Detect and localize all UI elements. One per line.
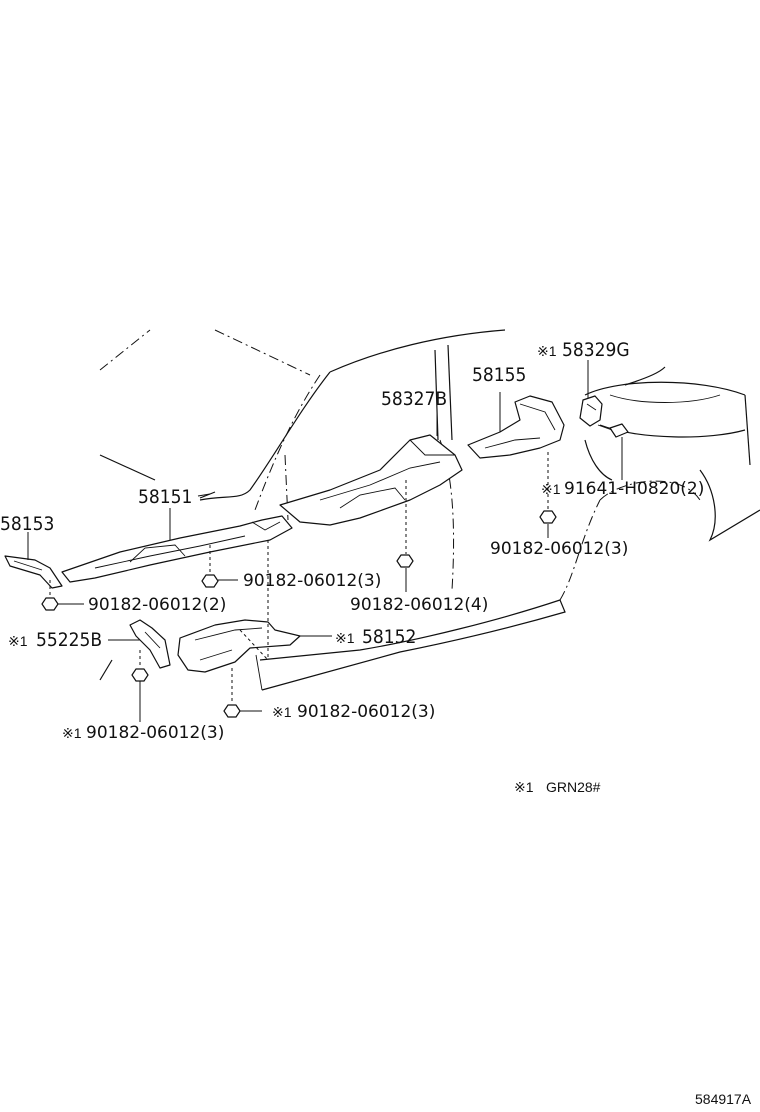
mark-label: ※1 (335, 630, 355, 646)
label-clip-2: 90182-06012(2) (88, 595, 226, 615)
part-58153-shape (4, 555, 63, 589)
mark-label: ※1 (537, 343, 557, 359)
label-55225b: 55225B (36, 629, 102, 651)
legend-mark: ※1 (514, 779, 534, 795)
mark-label: ※1 (8, 633, 28, 649)
part-58329g-shape (579, 395, 603, 427)
label-58155: 58155 (472, 364, 526, 386)
clip-icon (131, 668, 149, 682)
part-labels: ※1 58329G 58327B 58155 ※1 91641-H0820(2)… (0, 339, 704, 743)
leader-lines (27, 360, 623, 722)
label-58153: 58153 (0, 513, 54, 535)
clip-icon (396, 554, 414, 568)
label-clip-3b: 90182-06012(3) (243, 571, 381, 591)
clip-icon (41, 597, 59, 611)
part-58151-shape (61, 515, 293, 583)
part-58152-shape (177, 619, 301, 673)
part-58155-shape (467, 395, 565, 459)
install-lines (49, 452, 549, 704)
clip-icon (539, 510, 557, 524)
label-58327b: 58327B (381, 388, 447, 410)
label-91641: 91641-H0820(2) (564, 479, 704, 499)
bolt-91641-shape (597, 423, 629, 438)
part-58327b-shape (279, 434, 463, 526)
label-clip-3a: 90182-06012(3) (490, 539, 628, 559)
figure-reference: 584917A (695, 1091, 752, 1107)
label-58329g: 58329G (562, 339, 630, 361)
vehicle-outline (99, 329, 760, 691)
label-58152: 58152 (362, 626, 416, 648)
label-clip-3c: 90182-06012(3) (297, 702, 435, 722)
clip-icon (223, 704, 241, 718)
part-55225b-shape (129, 619, 171, 669)
mark-label: ※1 (541, 481, 561, 497)
label-clip-4: 90182-06012(4) (350, 595, 488, 615)
label-clip-3d: 90182-06012(3) (86, 723, 224, 743)
legend: ※1 GRN28# (514, 779, 601, 795)
label-58151: 58151 (138, 486, 192, 508)
legend-text: GRN28# (546, 779, 601, 795)
mark-label: ※1 (62, 725, 82, 741)
clips (41, 510, 557, 718)
mark-label: ※1 (272, 704, 292, 720)
clip-icon (201, 574, 219, 588)
